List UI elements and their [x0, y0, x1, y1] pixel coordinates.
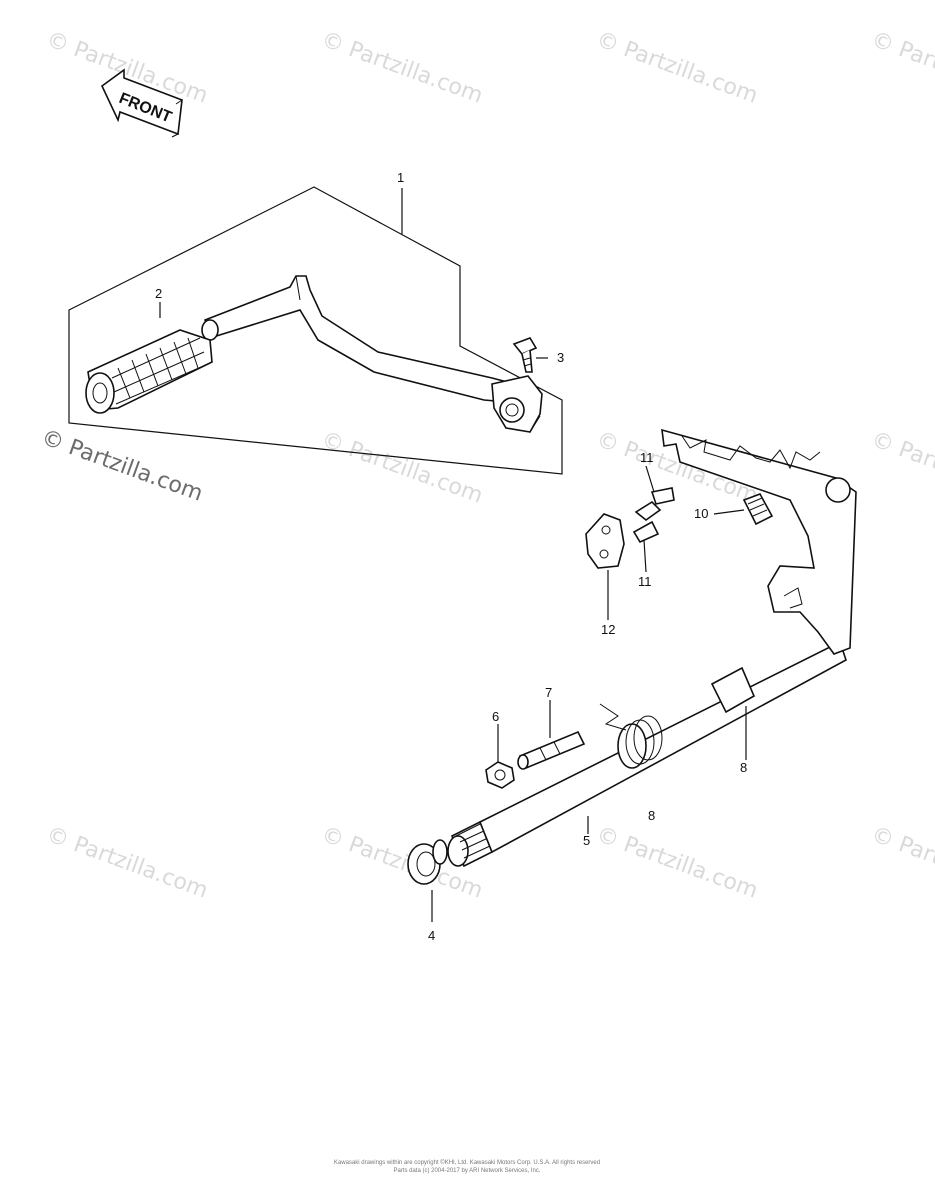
- callout-1: 1: [397, 170, 404, 185]
- callout-11b: 11: [638, 574, 652, 589]
- watermark: © Partzilla.com: [593, 27, 761, 109]
- leader-lines: [159, 188, 747, 922]
- pedal-rubber: [85, 329, 213, 414]
- watermark: © Partzilla.com: [318, 427, 486, 509]
- assembly-outline: [68, 186, 563, 475]
- callout-7: 7: [545, 685, 552, 700]
- watermark: © Partzilla.com: [593, 822, 761, 904]
- watermark: © Partzilla.com: [318, 27, 486, 109]
- nut-6: [485, 761, 515, 789]
- callout-6: 6: [492, 709, 499, 724]
- footer-line-1: Kawasaki drawings within are copyright ©…: [334, 1159, 600, 1166]
- callout-12: 12: [601, 622, 615, 637]
- bolt-3: [512, 337, 538, 373]
- spring-10: [742, 493, 774, 526]
- callout-8: 8: [648, 808, 655, 823]
- bolts-11: [632, 487, 675, 544]
- footer-copyright: Kawasaki drawings within are copyright ©…: [334, 1159, 600, 1174]
- watermark: © Partzilla.com: [868, 427, 935, 509]
- callout-3: 3: [557, 350, 564, 365]
- callout-11a: 11: [640, 450, 654, 465]
- shift-shaft: [447, 428, 857, 868]
- watermark: © Partzilla.com: [868, 822, 935, 904]
- footer-line-2: Parts data (c) 2004-2017 by ARI Network …: [393, 1168, 540, 1174]
- watermark: © Partzilla.com: [868, 27, 935, 109]
- callout-4: 4: [428, 928, 435, 943]
- watermark: © Partzilla.com: [43, 822, 211, 904]
- front-arrow: FRONT: [100, 68, 183, 138]
- oil-seal: [407, 839, 448, 885]
- callout-2: 2: [155, 286, 162, 301]
- shift-pedal: [201, 275, 543, 433]
- watermark-large: © Partzilla.com: [38, 425, 206, 507]
- stud-7: [517, 730, 586, 770]
- callouts: 1 2 3 4 5 6 7 8 8 10 11 11 12: [155, 170, 747, 943]
- callout-10: 10: [694, 506, 708, 521]
- plate-12: [585, 513, 625, 569]
- callout-9: 8: [740, 760, 747, 775]
- callout-5: 5: [583, 833, 590, 848]
